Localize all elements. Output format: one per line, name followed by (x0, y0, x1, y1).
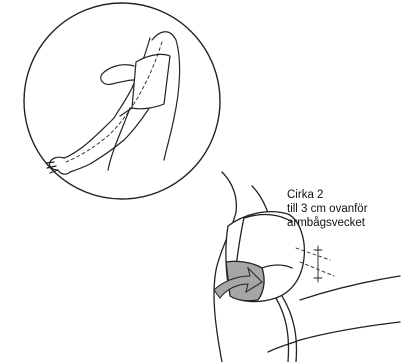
distance-annotation: Cirka 2 till 3 cm ovanför armbågsvecket (287, 188, 407, 230)
annotation-line-3: armbågsvecket (287, 216, 407, 230)
annotation-line-1: Cirka 2 (287, 188, 407, 202)
annotation-line-2: till 3 cm ovanför (287, 202, 407, 216)
